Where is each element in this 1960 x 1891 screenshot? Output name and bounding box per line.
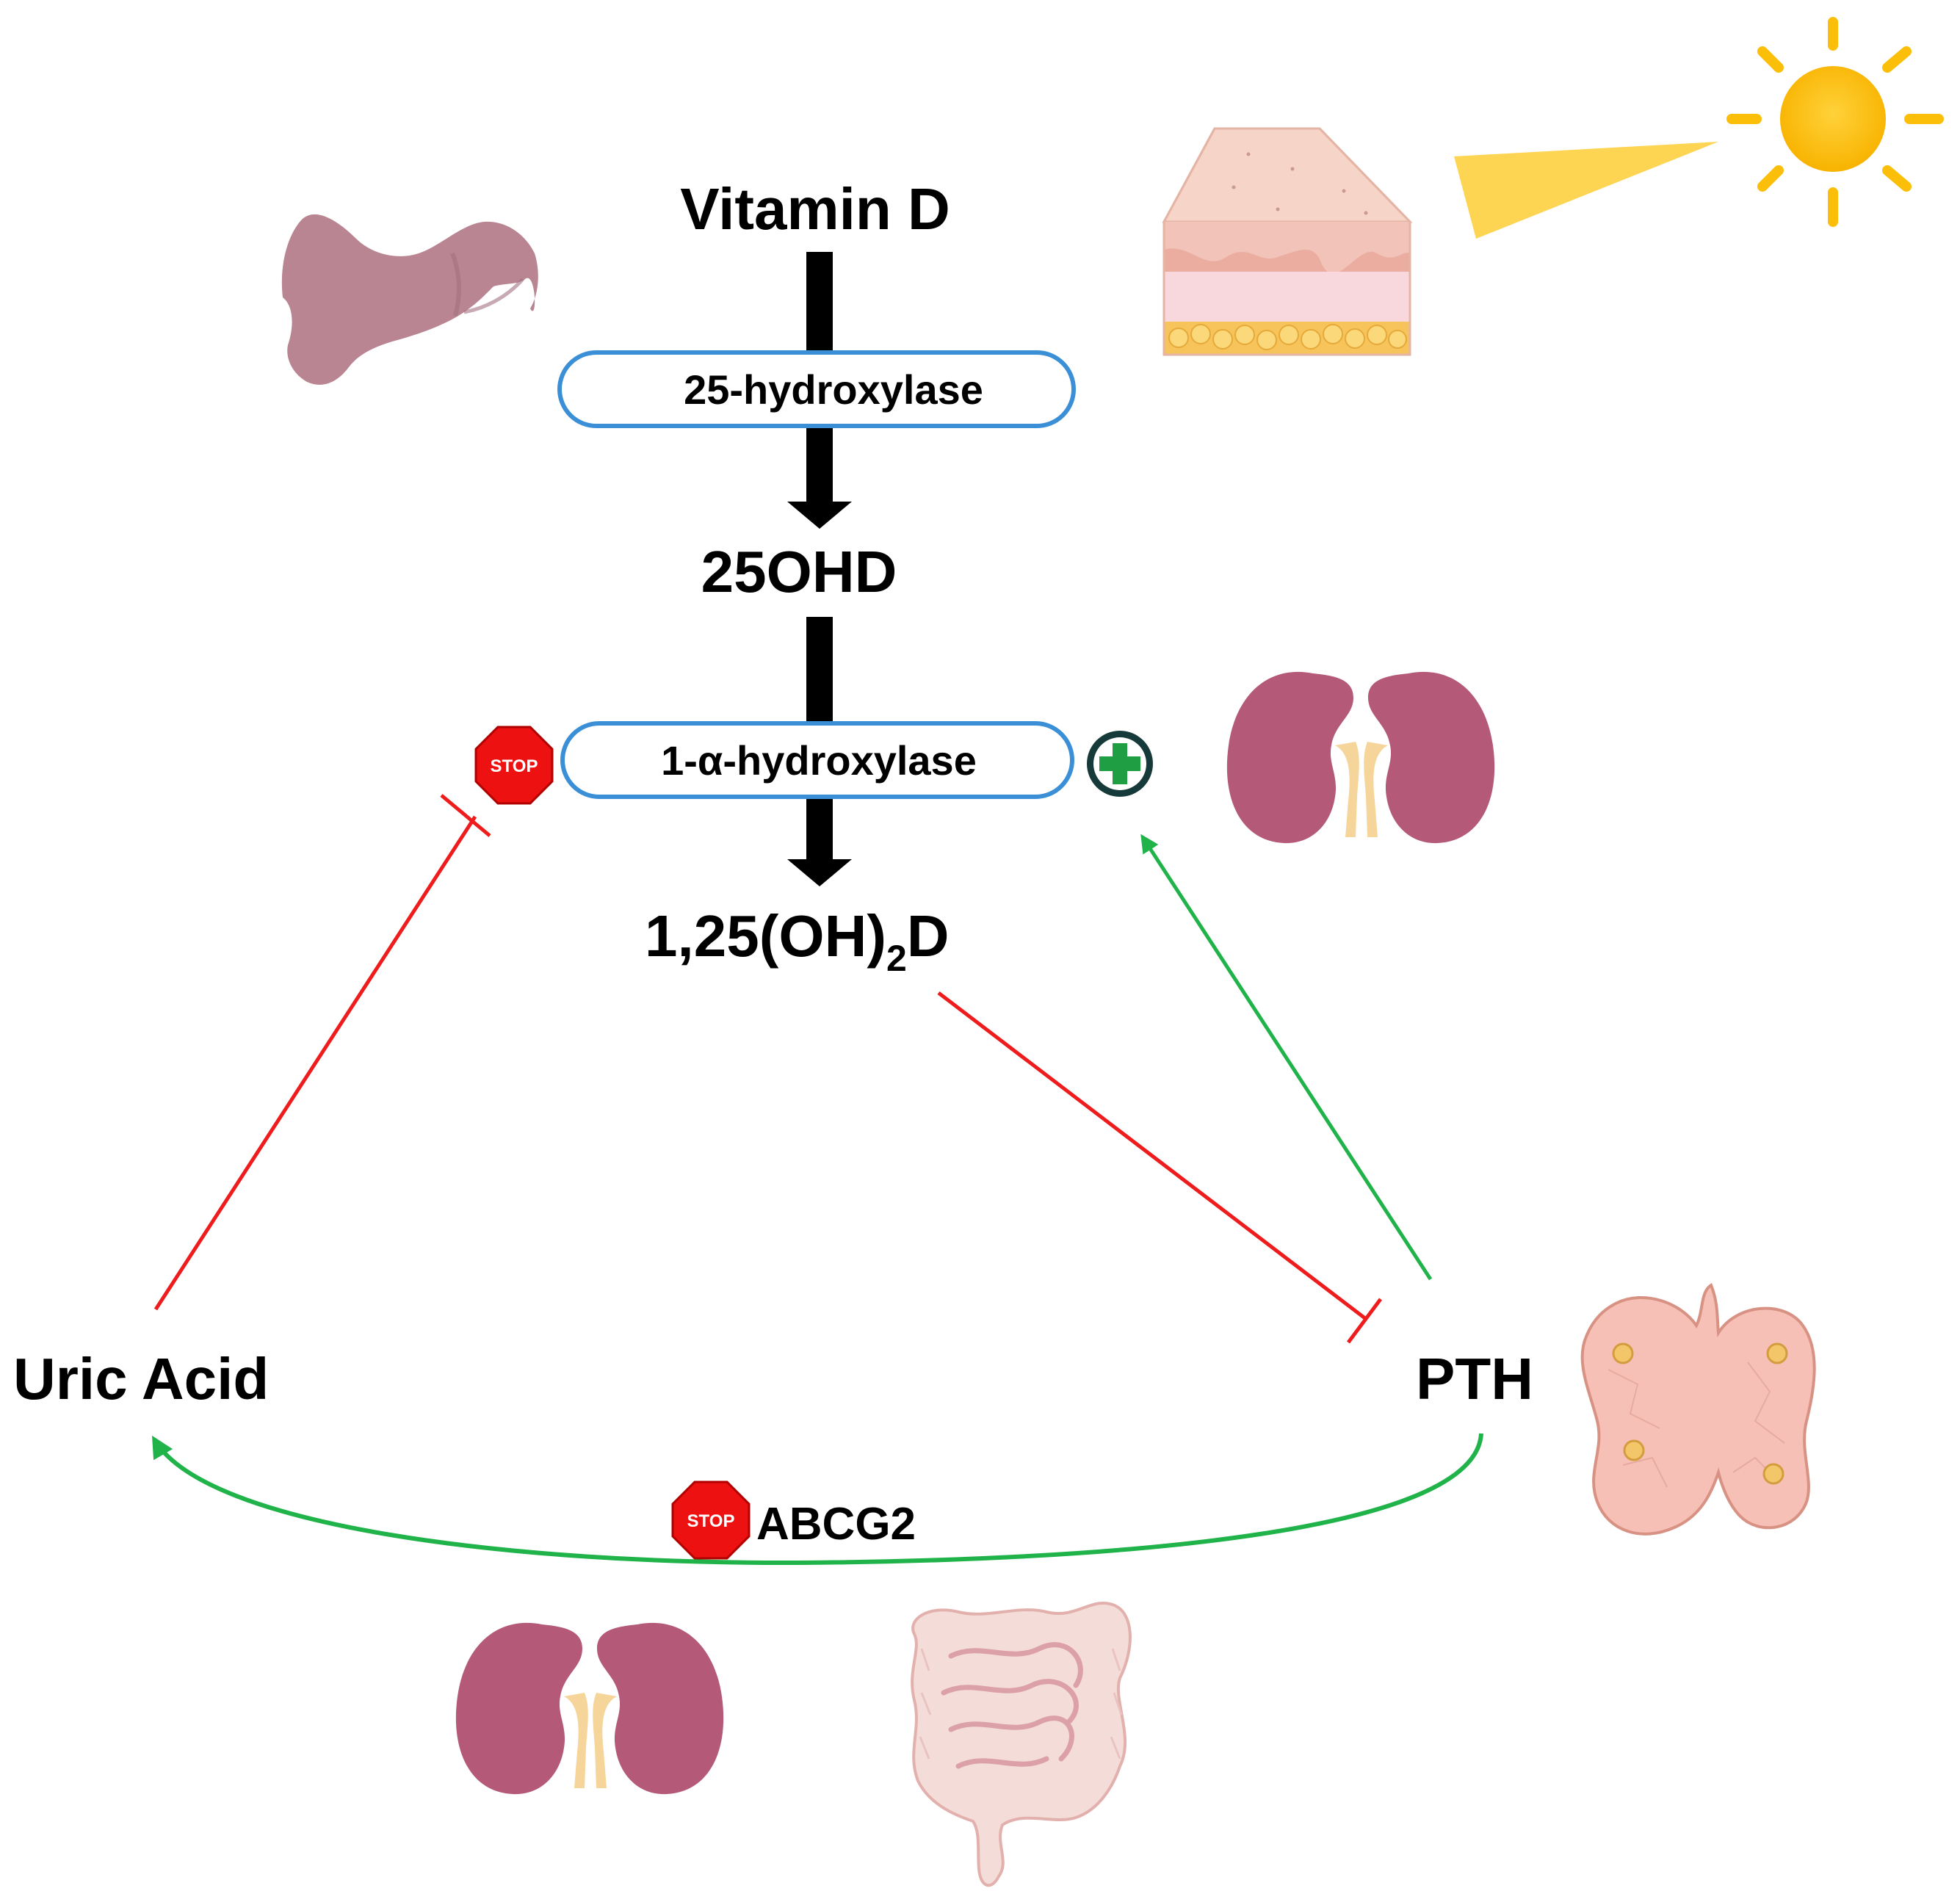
calcitriol-main: 1,25(OH) <box>645 903 886 969</box>
pth-activation-arrow <box>1140 834 1433 1281</box>
enzyme-1a-hydroxylase-label: 1-α-hydroxylase <box>661 737 977 784</box>
kidney-icon-lower <box>455 1622 724 1795</box>
uric-acid-label: Uric Acid <box>13 1346 269 1411</box>
calcitriol-label: 1,25(OH)2D <box>645 903 950 979</box>
enzyme-25-hydroxylase: 25-hydroxylase <box>557 350 1076 428</box>
uric-acid-inhibition-line <box>153 794 491 1311</box>
skin-icon <box>1162 127 1413 356</box>
plus-icon <box>1087 731 1153 797</box>
liver-icon <box>281 214 538 385</box>
pth-label: PTH <box>1416 1346 1533 1411</box>
stop-sign-text: STOP <box>491 756 538 776</box>
25ohd-label: 25OHD <box>701 539 897 604</box>
calcitriol-subscript: 2 <box>886 938 907 979</box>
sun-icon <box>1454 17 1944 239</box>
parathyroid-icon <box>1580 1282 1816 1536</box>
stop-icon-1a-hydroxylase: STOP <box>474 726 554 805</box>
calcitriol-end: D <box>907 903 950 969</box>
enzyme-1a-hydroxylase: 1-α-hydroxylase <box>560 721 1074 799</box>
calcitriol-pth-inhibition-line <box>937 991 1383 1344</box>
svg-text:1,25(OH)2D: 1,25(OH)2D <box>645 903 950 979</box>
stop-sign-text: STOP <box>687 1511 735 1531</box>
intestine-icon <box>911 1602 1132 1887</box>
enzyme-25-hydroxylase-label: 25-hydroxylase <box>684 366 983 413</box>
kidney-icon-upper <box>1226 671 1495 844</box>
pth-uric-acid-arrow <box>151 1433 1483 1566</box>
vitamin-d-label: Vitamin D <box>680 176 950 242</box>
abcg2-label: ABCG2 <box>756 1499 916 1550</box>
stop-icon-abcg2: STOP <box>671 1480 751 1560</box>
